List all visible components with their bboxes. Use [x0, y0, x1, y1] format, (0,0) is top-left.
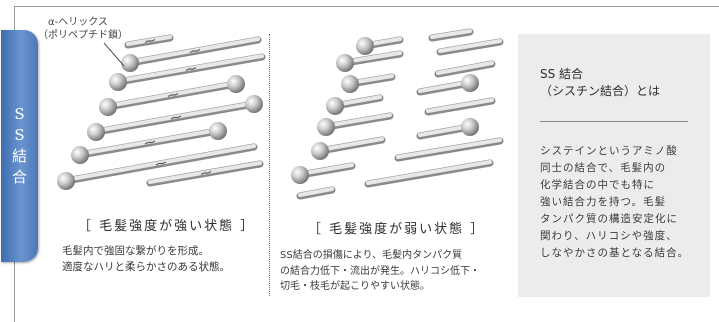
body-line: システインというアミノ酸 [540, 145, 678, 157]
side-tab-char: S [14, 105, 25, 123]
callout-line: α-ヘリックス [48, 17, 108, 28]
broken-strand-highlight [438, 39, 502, 53]
info-box-divider [540, 121, 688, 122]
body-line: 化学結合の中でも特に [540, 179, 655, 191]
body-line: しなやかさの基となる結合。 [540, 247, 690, 259]
ss-bond-mark [189, 48, 201, 54]
broken-strand-highlight [430, 29, 472, 39]
atom-ball [291, 166, 309, 184]
ss-bond-mark [144, 38, 156, 44]
alpha-helix-callout: α-ヘリックス （ポリペプチド鎖） [38, 16, 148, 42]
body-line: 関わり、ハリコシや強度、 [540, 230, 678, 242]
atom-ball [227, 75, 245, 93]
weak-state-description: SS結合の損傷により、毛髪内タンパク質 の結合力低下・流出が発生。ハリコシ低下・… [280, 248, 515, 295]
atom-ball [356, 37, 374, 55]
broken-strand-highlight [324, 113, 392, 128]
ss-bond-mark [155, 161, 167, 166]
title-line: SS 結合 [540, 67, 584, 81]
frame-top-line [14, 6, 719, 7]
atom-ball [245, 95, 263, 113]
atom-ball [109, 73, 127, 91]
ss-bond-mark [167, 92, 179, 98]
atom-ball [341, 75, 359, 93]
ss-bond-info-box [518, 34, 710, 297]
atom-ball [311, 142, 329, 160]
info-box-title: SS 結合 （シスチン結合）とは [540, 66, 700, 100]
atom-ball [461, 118, 479, 136]
description-line: SS結合の損傷により、毛髪内タンパク質 [280, 250, 463, 261]
description-line: 毛髪内で強固な繋がりを形成。 [62, 245, 209, 257]
weak-state-heading: ［ 毛髪強度が弱い状態 ］ [308, 222, 486, 237]
body-line: 同士の結合で、毛髪内の [540, 162, 667, 174]
broken-strand-highlight [298, 163, 354, 176]
atom-ball [461, 74, 479, 92]
description-line: 切毛・枝毛が起こりやすい状態。 [280, 281, 430, 292]
broken-strand-highlight [343, 51, 402, 64]
ss-bond-mark [144, 140, 156, 145]
side-tab-char: 合 [11, 168, 27, 186]
atom-ball [87, 123, 105, 141]
strong-state-description: 毛髪内で強固な繋がりを形成。 適度なハリと柔らかさのある状態。 [62, 243, 267, 275]
broken-strand-highlight [318, 137, 384, 152]
broken-strand-highlight [436, 61, 494, 75]
ss-bond-mark [170, 115, 182, 120]
atom-ball [326, 97, 344, 115]
body-line: タンパク質の構造安定化に [540, 213, 678, 225]
title-line: （シスチン結合）とは [540, 84, 661, 98]
ss-bond-mark [200, 170, 212, 176]
broken-strand-highlight [426, 98, 494, 113]
broken-strand-highlight [366, 160, 492, 185]
callout-line: （ポリペプチド鎖） [38, 30, 128, 41]
ss-bond-side-tab: S S 結 合 [1, 30, 38, 262]
atom-ball [336, 54, 354, 72]
panel-divider [269, 34, 270, 296]
atom-ball [121, 54, 139, 72]
info-box-body: システインというアミノ酸 同士の結合で、毛髪内の 化学結合の中でも特に 強い結合… [540, 143, 700, 262]
atom-ball [57, 172, 75, 190]
broken-strand-highlight [396, 138, 502, 159]
atom-ball [71, 146, 89, 164]
atom-ball [209, 122, 227, 140]
ss-bond-mark [185, 66, 197, 72]
side-tab-char: S [14, 126, 25, 144]
atom-ball [99, 98, 117, 116]
description-line: の結合力低下・流出が発生。ハリコシ低下・ [280, 265, 480, 277]
description-line: 適度なハリと柔らかさのある状態。 [62, 261, 230, 273]
broken-strand-highlight [298, 187, 334, 197]
strong-state-heading: ［ 毛髪強度が強い状態 ］ [78, 219, 256, 234]
body-line: 強い結合力を持つ。毛髪 [540, 196, 667, 208]
atom-ball [317, 118, 335, 136]
side-tab-char: 結 [11, 147, 27, 165]
